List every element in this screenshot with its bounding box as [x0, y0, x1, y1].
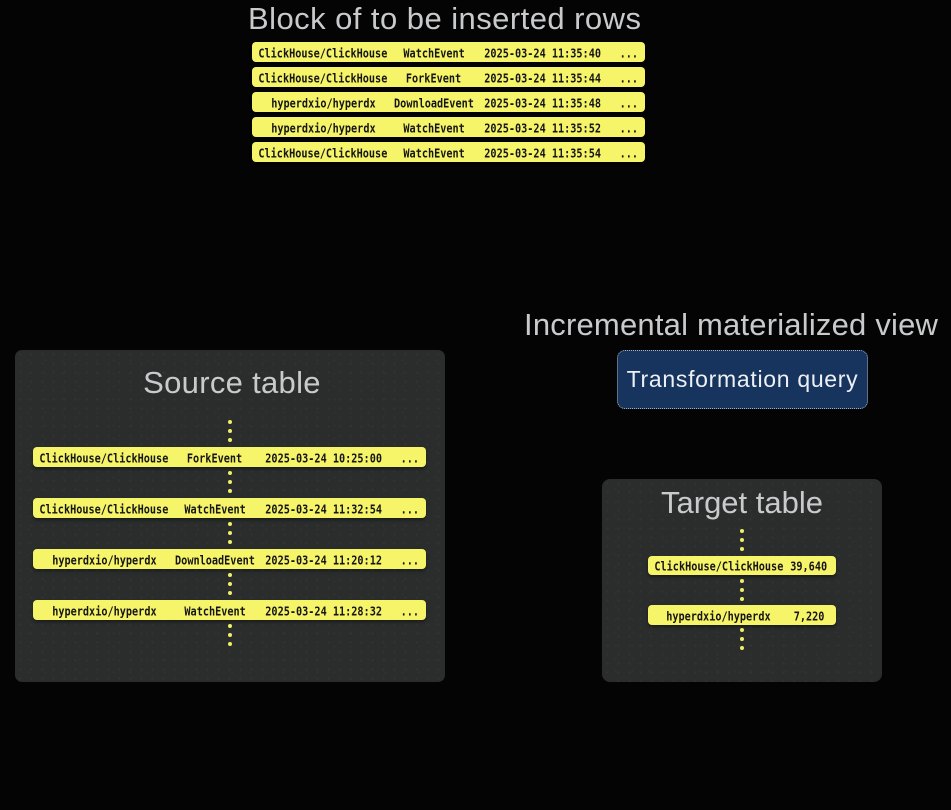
table-row: ClickHouse/ClickHouse 39,640: [648, 555, 836, 575]
dot-icon: [227, 489, 232, 493]
dot-icon: [227, 522, 232, 526]
table-cell: 2025-03-24 11:35:44: [484, 71, 602, 86]
table-cell: WatchEvent: [403, 146, 465, 161]
dot-icon: [740, 529, 744, 533]
table-row: hyperdxio/hyperdx DownloadEvent 2025-03-24…: [33, 549, 426, 569]
dot-icon: [227, 471, 232, 475]
dot-icon: [227, 633, 232, 637]
dot-icon: [740, 637, 744, 641]
dot-icon: [740, 587, 744, 592]
ellipsis-dots: [648, 529, 836, 551]
dot-icon: [740, 578, 744, 583]
ellipsis-dots: [33, 471, 426, 493]
table-cell: 2025-03-24 10:25:00: [265, 451, 383, 466]
table-cell: ForkEvent: [406, 71, 462, 86]
table-row: hyperdxio/hyperdx WatchEvent 2025-03-24 11…: [252, 117, 645, 137]
table-row: hyperdxio/hyperdx 7,220: [648, 605, 836, 625]
table-cell: 2025-03-24 11:20:12: [265, 553, 383, 568]
target-table-title: Target table: [661, 485, 823, 520]
table-cell: WatchEvent: [184, 502, 246, 517]
table-cell: DownloadEvent: [394, 96, 474, 111]
dot-icon: [740, 646, 744, 650]
table-cell: ...: [400, 553, 419, 568]
table-row: hyperdxio/hyperdx WatchEvent 2025-03-24 11…: [33, 600, 426, 620]
dot-icon: [227, 540, 232, 544]
table-cell: hyperdxio/hyperdx: [270, 96, 376, 111]
dot-icon: [227, 531, 232, 535]
table-cell: ...: [619, 46, 638, 61]
table-cell: hyperdxio/hyperdx: [51, 553, 157, 568]
table-cell: 2025-03-24 11:35:52: [484, 121, 602, 136]
table-cell: DownloadEvent: [175, 553, 255, 568]
table-cell: ClickHouse/ClickHouse: [258, 46, 388, 61]
table-cell: ForkEvent: [187, 451, 243, 466]
table-cell: ClickHouse/ClickHouse: [39, 451, 169, 466]
ellipsis-dots: [648, 578, 836, 601]
table-cell: WatchEvent: [184, 604, 246, 619]
dot-icon: [227, 573, 232, 577]
dot-icon: [740, 538, 744, 542]
source-table-title: Source table: [143, 365, 321, 400]
ellipsis-dots: [33, 573, 426, 595]
source-table-rows: ClickHouse/ClickHouse ForkEvent 2025-03-24…: [33, 420, 426, 651]
dot-icon: [740, 628, 744, 632]
materialized-view-title: Incremental materialized view: [524, 307, 939, 342]
table-cell: ...: [400, 502, 419, 517]
dot-icon: [227, 438, 232, 442]
table-cell: ...: [400, 451, 419, 466]
table-cell: WatchEvent: [403, 46, 465, 61]
table-cell: hyperdxio/hyperdx: [666, 609, 771, 624]
table-cell: 2025-03-24 11:35:40: [484, 46, 602, 61]
dot-icon: [740, 596, 744, 601]
table-cell: ...: [619, 121, 638, 136]
ellipsis-dots: [648, 628, 836, 650]
ellipsis-dots: [33, 420, 426, 442]
table-cell: ...: [400, 604, 419, 619]
table-row: ClickHouse/ClickHouse WatchEvent 2025-03-2…: [33, 498, 426, 518]
ellipsis-dots: [33, 522, 426, 544]
table-row: ClickHouse/ClickHouse WatchEvent 2025-03-2…: [252, 42, 645, 62]
dot-icon: [227, 420, 232, 424]
target-table-panel: Target table ClickHouse/ClickHouse 39,640…: [602, 479, 882, 682]
table-cell: ClickHouse/ClickHouse: [654, 559, 783, 574]
table-cell: hyperdxio/hyperdx: [51, 604, 157, 619]
dot-icon: [227, 642, 232, 646]
table-cell: ...: [619, 96, 638, 111]
transformation-query-button[interactable]: Transformation query: [617, 350, 868, 409]
table-cell: 7,220: [793, 609, 825, 624]
insert-block-title: Block of to be inserted rows: [248, 1, 642, 36]
table-cell: WatchEvent: [403, 121, 465, 136]
table-cell: ...: [619, 146, 638, 161]
table-cell: 2025-03-24 11:35:54: [484, 146, 602, 161]
table-row: ClickHouse/ClickHouse ForkEvent 2025-03-24…: [252, 67, 645, 87]
target-table-rows: ClickHouse/ClickHouse 39,640 hyperdxio/hyp…: [648, 529, 836, 655]
table-cell: hyperdxio/hyperdx: [270, 121, 376, 136]
ellipsis-dots: [33, 624, 426, 646]
table-cell: ClickHouse/ClickHouse: [258, 71, 388, 86]
table-row: ClickHouse/ClickHouse ForkEvent 2025-03-24…: [33, 447, 426, 467]
dot-icon: [227, 480, 232, 484]
source-table-panel: Source table ClickHouse/ClickHouse ForkEv…: [15, 350, 445, 682]
dot-icon: [227, 582, 232, 586]
table-cell: ClickHouse/ClickHouse: [258, 146, 388, 161]
dot-icon: [740, 547, 744, 551]
table-cell: 2025-03-24 11:28:32: [265, 604, 383, 619]
table-cell: 2025-03-24 11:35:48: [484, 96, 602, 111]
table-cell: 39,640: [790, 559, 828, 574]
dot-icon: [227, 429, 232, 433]
table-cell: ...: [619, 71, 638, 86]
table-row: hyperdxio/hyperdx DownloadEvent 2025-03-24…: [252, 92, 645, 112]
table-cell: 2025-03-24 11:32:54: [265, 502, 383, 517]
dot-icon: [227, 624, 232, 628]
dot-icon: [227, 591, 232, 595]
table-row: ClickHouse/ClickHouse WatchEvent 2025-03-2…: [252, 142, 645, 162]
table-cell: ClickHouse/ClickHouse: [39, 502, 169, 517]
